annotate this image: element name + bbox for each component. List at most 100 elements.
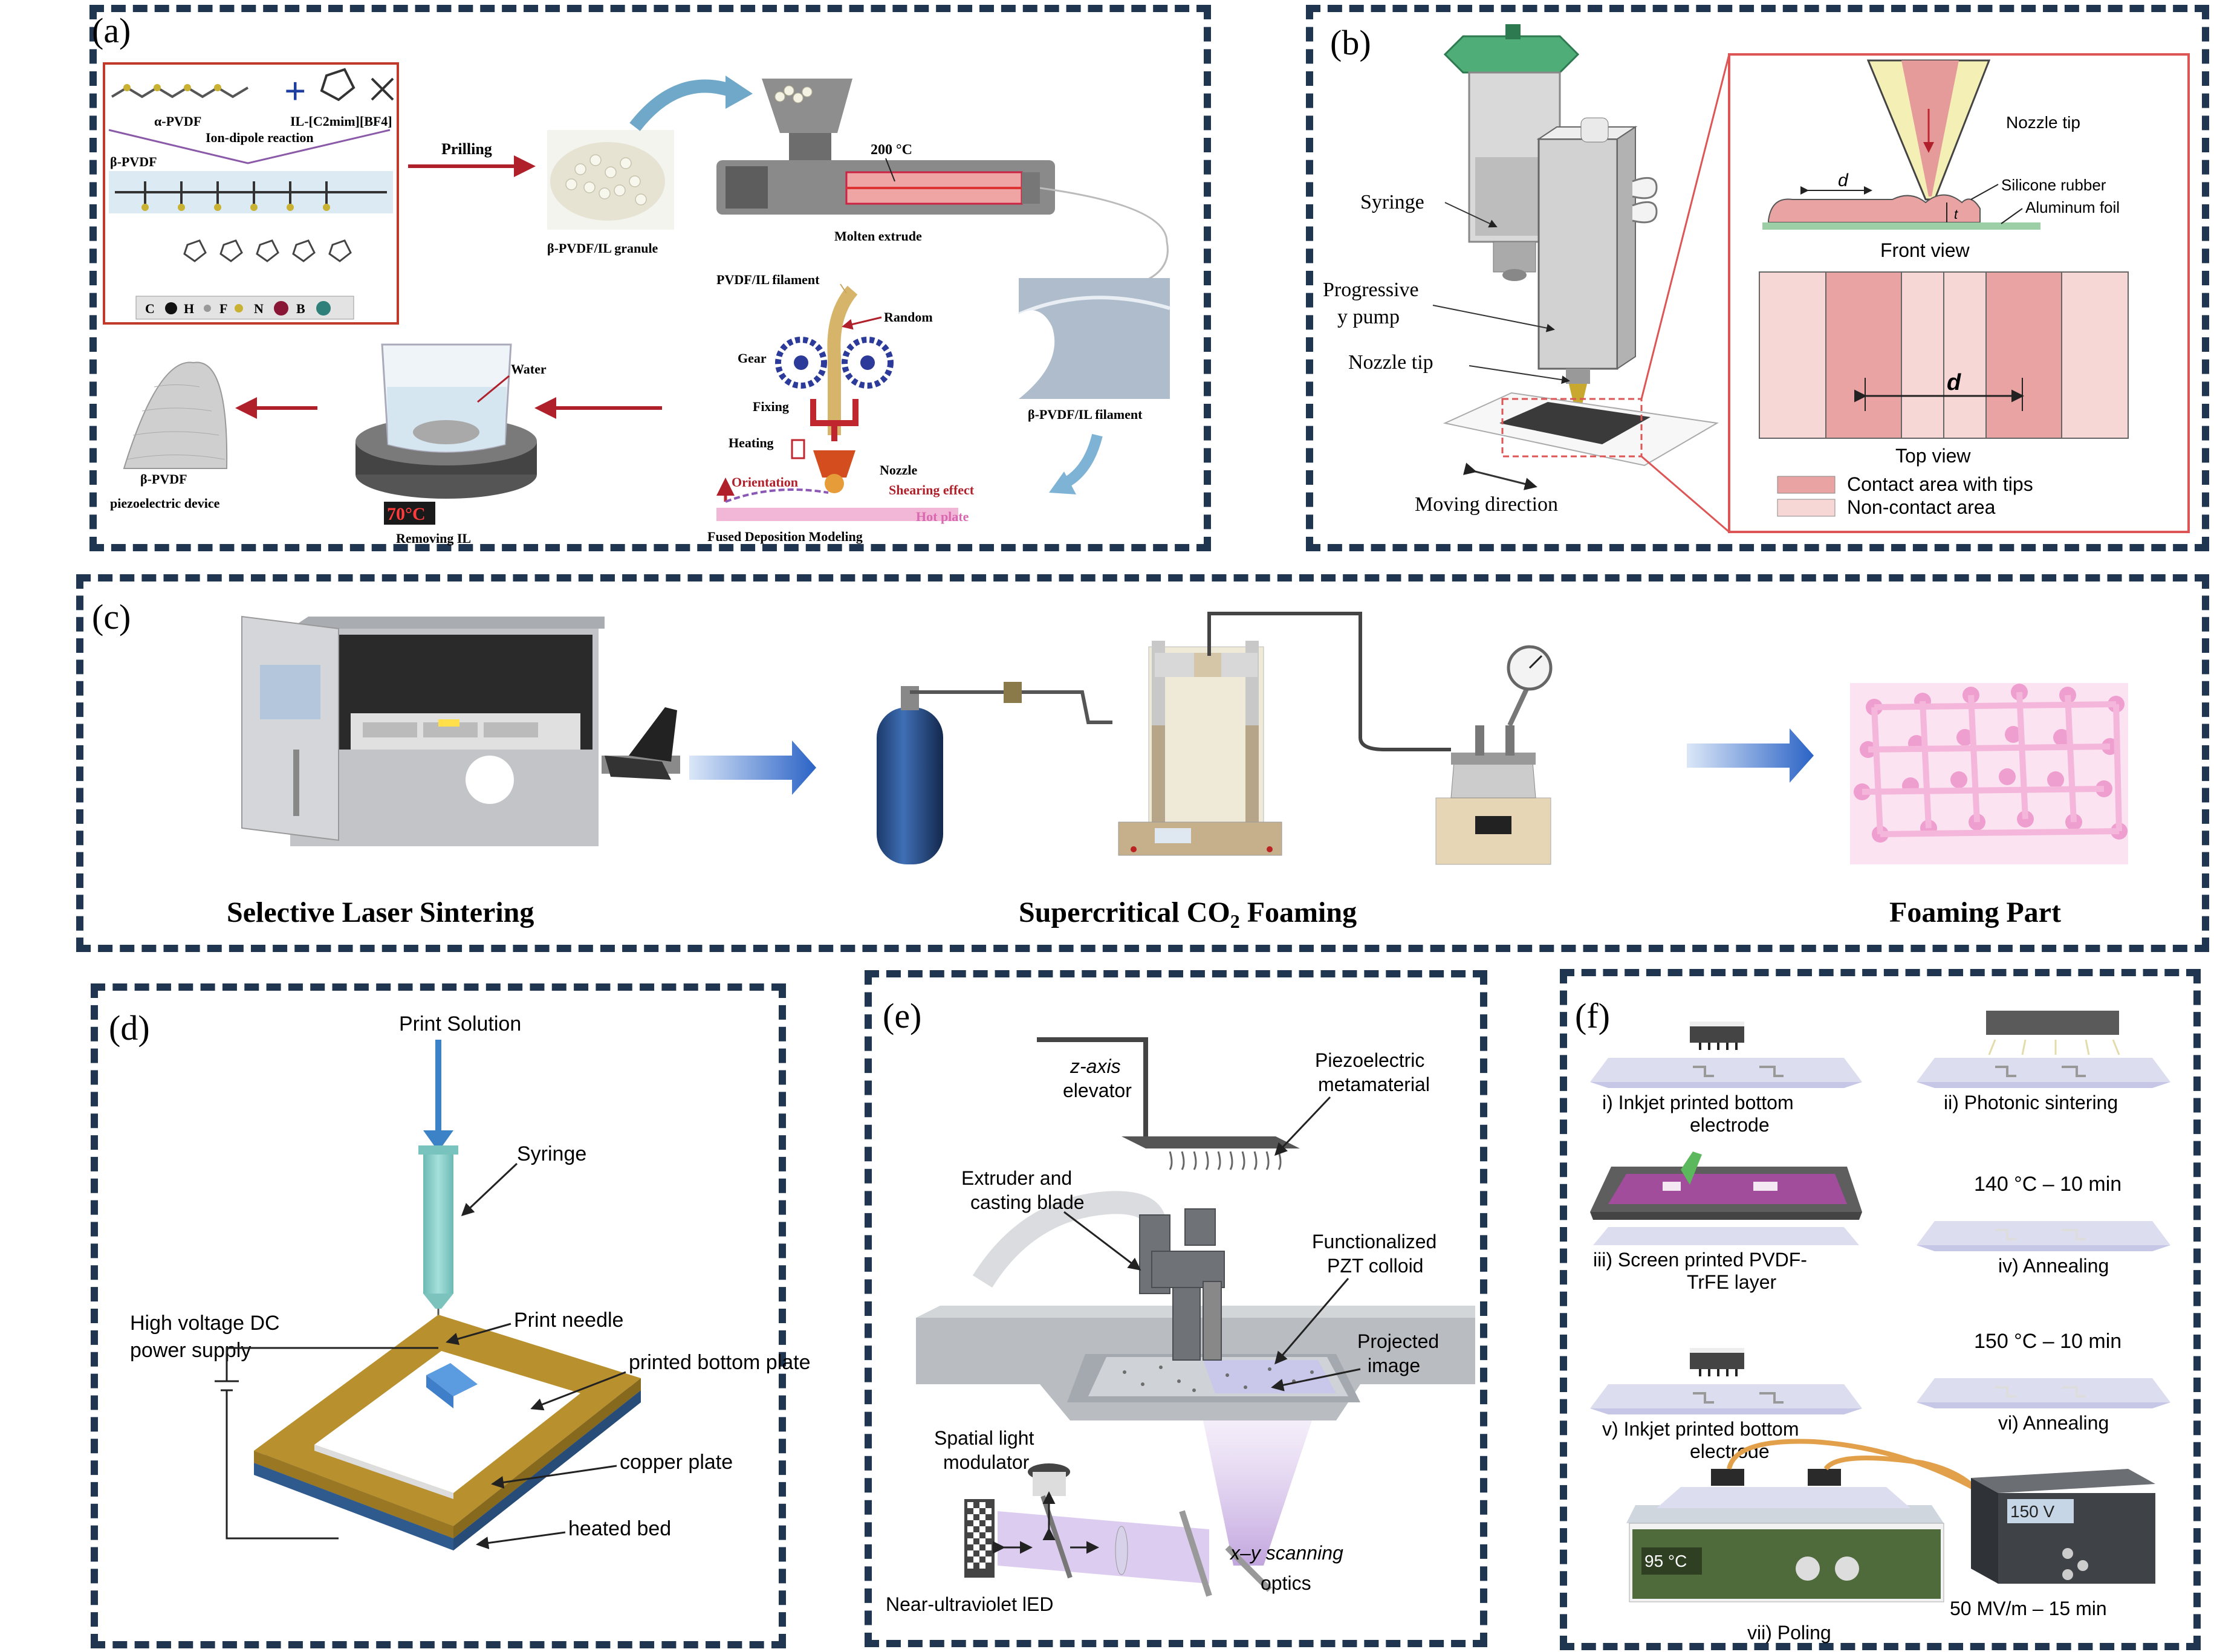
e-xy-1: x–y scanning (1229, 1542, 1343, 1564)
il-label: IL-[C2mim][BF4] (290, 114, 392, 129)
b-legend-noncontact: Non-contact area (1847, 496, 1996, 518)
panel-e-label: (e) (883, 996, 921, 1035)
f-step2-lamp (1986, 1011, 2119, 1035)
e-scan-mirror-2 (1225, 1545, 1272, 1592)
reaction-bracket (108, 129, 391, 164)
svg-text:C: C (145, 301, 155, 316)
granule-label: β-PVDF/IL granule (547, 241, 658, 256)
panel-d-label: (d) (109, 1008, 150, 1048)
e-slm-2: modulator (943, 1451, 1030, 1473)
e-build-plate (1122, 1136, 1300, 1148)
d-needle-label: Print needle (514, 1309, 623, 1332)
d-syringe (423, 1148, 453, 1294)
b-top-view-label: Top view (1895, 445, 1971, 467)
b-legend-contact: Contact area with tips (1847, 473, 2033, 495)
sls-machine (241, 615, 680, 846)
b-d-top: d (1947, 370, 1961, 395)
f-step4-temp: 140 °C – 10 min (1974, 1173, 2121, 1196)
e-z-axis-2: elevator (1063, 1080, 1132, 1101)
gears (775, 337, 894, 389)
e-scan-mirror-1 (1179, 1510, 1212, 1597)
f-power-supply (1971, 1469, 2155, 1584)
orientation-label: Orientation (732, 475, 798, 490)
gear-label: Gear (738, 351, 767, 366)
e-proj-2: image (1368, 1355, 1420, 1376)
e-piezo-2: metamaterial (1318, 1074, 1430, 1095)
e-colloid-speckle (1123, 1365, 1314, 1392)
f-step3-1: iii) Screen printed PVDF- (1593, 1249, 1807, 1271)
co2-cylinder (877, 682, 1112, 864)
f-hotplate (1626, 1469, 1944, 1602)
f-step6-temp: 150 °C – 10 min (1974, 1330, 2121, 1353)
e-z-axis-1: z-axis (1070, 1055, 1121, 1077)
b-front-view: Front view (1880, 239, 1970, 261)
hot-plate (716, 508, 958, 521)
extruder-granules (774, 85, 813, 103)
f-step3-squeegee (1681, 1152, 1702, 1185)
d-syringe-label: Syringe (517, 1142, 586, 1165)
hot-plate-label: Hot plate (916, 509, 969, 524)
fixing-bracket (810, 399, 859, 441)
b-syringe-label: Syringe (1360, 191, 1424, 213)
prilling-label: Prilling (441, 140, 492, 158)
panel-f (1560, 969, 2201, 1650)
alpha-pvdf-label: α-PVDF (154, 114, 201, 129)
beta-fluorines (141, 204, 330, 211)
f-step1-1: i) Inkjet printed bottom (1602, 1092, 1794, 1113)
panel-e (865, 970, 1487, 1647)
molten-extrude-label: Molten extrude (834, 228, 922, 244)
e-beam-up (1203, 1420, 1312, 1566)
panel-f-label: (f) (1575, 996, 1610, 1035)
b-pump-label-1: Progressive (1323, 279, 1419, 301)
d-copper-label: copper plate (620, 1451, 733, 1474)
e-metamaterial (1169, 1151, 1282, 1170)
device-label-2: piezoelectric device (110, 496, 220, 511)
b-legend-noncontact-swatch (1777, 499, 1836, 517)
b-moving-label: Moving direction (1415, 493, 1558, 516)
b-d-front: d (1838, 170, 1849, 190)
f-voltage: 150 V (2010, 1502, 2054, 1521)
b-legend-contact-swatch (1777, 476, 1836, 494)
heating-label: Heating (729, 435, 774, 450)
d-printed-plate (314, 1351, 580, 1493)
c-arrow-1 (689, 740, 816, 795)
beta-pvdf-chain (115, 181, 387, 206)
f-step5-printhead (1690, 1351, 1744, 1369)
foaming-part-label: Foaming Part (1889, 896, 2061, 928)
f-step6-substrate (1917, 1378, 2170, 1402)
b-aluminum-label: Aluminum foil (2025, 198, 2120, 216)
extrude-temp: 200 °C (871, 142, 912, 158)
panel-a (89, 5, 1211, 551)
d-bottom-plate-label: printed bottom plate (629, 1351, 811, 1374)
water-label: Water (511, 361, 547, 377)
plus-sign: + (284, 70, 306, 112)
panel-c (76, 574, 2209, 952)
e-piezo-1: Piezoelectric (1315, 1049, 1424, 1071)
f-step2-substrate (1917, 1058, 2170, 1082)
svg-text:H: H (184, 301, 194, 316)
svg-text:F: F (219, 301, 227, 316)
b-pump (1536, 117, 1658, 417)
f-step5-1: v) Inkjet printed bottom (1602, 1418, 1799, 1440)
e-nuv: Near-ultraviolet lED (886, 1593, 1053, 1615)
temp70-label: 70°C (387, 504, 426, 524)
f-step1-2: electrode (1690, 1114, 1770, 1136)
e-xy-2: optics (1261, 1572, 1311, 1594)
svg-text:B: B (296, 301, 305, 316)
f-step3-2: TrFE layer (1687, 1271, 1777, 1293)
e-lens (1115, 1526, 1128, 1575)
b-inset-nozzle-label: Nozzle tip (2006, 113, 2080, 132)
f-step7: vii) Poling (1747, 1622, 1831, 1644)
foaming-lattice (1850, 683, 2128, 864)
random-label: Random (884, 309, 933, 325)
b-t-label: t (1954, 207, 1958, 222)
beta-filament-label: β-PVDF/IL filament (1028, 407, 1143, 422)
b-pump-label-2: y pump (1337, 306, 1400, 328)
f-step2: ii) Photonic sintering (1944, 1092, 2118, 1113)
down-arrow (1061, 433, 1103, 489)
b-nozzle-label: Nozzle tip (1348, 351, 1433, 374)
filament-line (1039, 187, 1169, 285)
b-deposit (1768, 194, 1981, 223)
sc-co2-label: Supercritical CO2 Foaming (1019, 896, 1357, 932)
